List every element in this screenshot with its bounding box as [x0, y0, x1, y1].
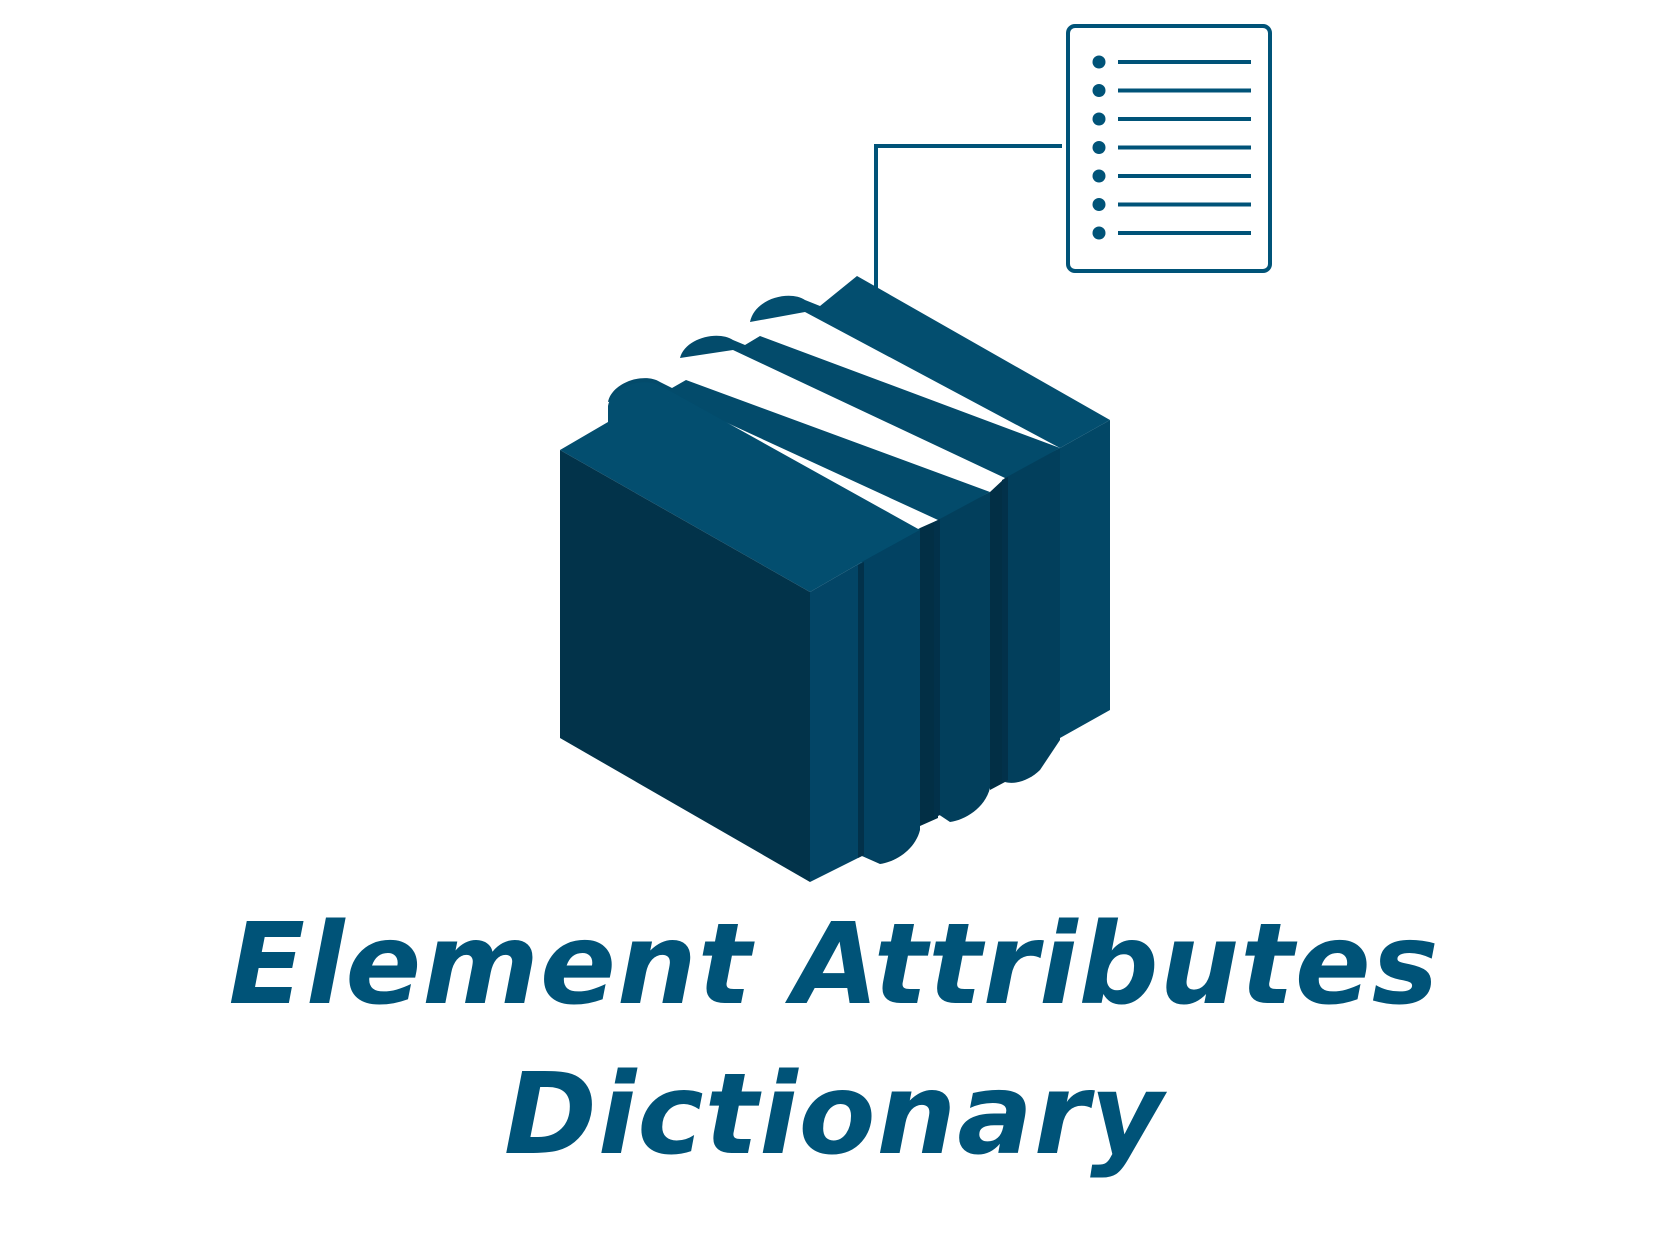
book-seam-2 [934, 519, 940, 818]
book-4-page-edge [1005, 448, 1060, 783]
bullet-dot [1092, 55, 1106, 69]
book-seam-1 [858, 562, 864, 858]
bullet-dot [1092, 226, 1106, 240]
book-3-top [680, 335, 1060, 478]
bullet-dot [1092, 141, 1106, 154]
bullet-dot [1092, 84, 1106, 97]
book-1-spine [810, 562, 862, 882]
book-3 [680, 335, 1060, 822]
document-rows [1092, 55, 1251, 240]
book-3-page-edge [938, 492, 990, 822]
book-4 [750, 276, 1110, 783]
title-line-1: Element Attributes [228, 900, 1439, 1030]
book-1-top [560, 382, 920, 592]
book-3-spine [990, 478, 1005, 790]
book-seam-3 [1002, 477, 1008, 783]
bulleted-list-document-icon [1066, 24, 1272, 273]
bullet-dot [1092, 169, 1106, 183]
book-4-spine [1060, 420, 1110, 738]
book-1 [560, 382, 920, 882]
book-1-front-cover [560, 450, 810, 882]
bullet-dot [1092, 198, 1106, 211]
title-line-2: Dictionary [504, 1050, 1167, 1180]
book-2-spine [920, 520, 938, 826]
book-2-top [608, 378, 990, 520]
book-1-page-edge [862, 530, 920, 862]
stacked-books-icon [560, 276, 1110, 882]
bullet-dot [1092, 112, 1106, 126]
connector-line [874, 144, 1062, 288]
book-4-top [750, 276, 1110, 448]
